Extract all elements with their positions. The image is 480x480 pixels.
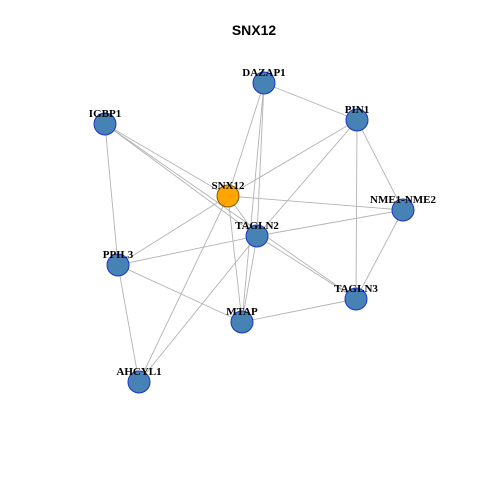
node-label-tagln3: TAGLN3 xyxy=(334,283,378,295)
node-label-snx12: SNX12 xyxy=(211,180,245,192)
node-label-nme1-nme2: NME1-NME2 xyxy=(370,194,436,206)
node-label-tagln2: TAGLN2 xyxy=(235,220,279,232)
node-label-pin1: PIN1 xyxy=(345,104,369,116)
diagram-title: SNX12 xyxy=(232,22,277,38)
edge-tagln2-tagln3 xyxy=(256,235,357,300)
node-pin1[interactable] xyxy=(345,108,369,132)
edge-snx12-nme1-nme2 xyxy=(227,195,404,211)
node-ppil3[interactable] xyxy=(106,253,130,277)
edge-pin1-nme1-nme2 xyxy=(356,119,404,211)
edge-nme1-nme2-tagln3 xyxy=(355,209,404,300)
edge-dazap1-pin1 xyxy=(263,82,358,121)
node-label-dazap1: DAZAP1 xyxy=(242,67,285,79)
edge-igbp1-tagln2 xyxy=(104,123,258,237)
edge-dazap1-snx12 xyxy=(227,82,265,197)
edge-snx12-ppil3 xyxy=(117,195,229,266)
node-dazap1[interactable] xyxy=(252,71,276,95)
edge-mtap-tagln3 xyxy=(241,298,357,323)
edge-tagln2-mtap xyxy=(241,235,258,323)
edges-layer xyxy=(104,82,404,383)
node-label-igbp1: IGBP1 xyxy=(89,108,121,120)
node-tagln2[interactable] xyxy=(245,224,269,248)
edge-pin1-snx12 xyxy=(227,119,358,197)
edge-pin1-tagln2 xyxy=(256,119,358,237)
node-igbp1[interactable] xyxy=(93,112,117,136)
node-label-ahcyl1: AHCYL1 xyxy=(116,366,161,378)
node-nme1-nme2[interactable] xyxy=(391,198,415,222)
edge-dazap1-mtap xyxy=(241,82,265,323)
edge-tagln2-ppil3 xyxy=(117,235,258,266)
edge-ppil3-ahcyl1 xyxy=(117,264,140,383)
node-label-ppil3: PPIL3 xyxy=(103,249,134,261)
node-mtap[interactable] xyxy=(230,310,254,334)
edge-igbp1-snx12 xyxy=(104,123,229,197)
node-label-mtap: MTAP xyxy=(226,306,258,318)
edge-tagln2-ahcyl1 xyxy=(138,235,258,383)
edge-dazap1-tagln2 xyxy=(256,82,265,237)
edge-ppil3-mtap xyxy=(117,264,243,323)
edge-snx12-mtap xyxy=(227,195,243,323)
node-snx12[interactable] xyxy=(216,184,240,208)
edge-pin1-tagln3 xyxy=(355,119,358,300)
node-tagln3[interactable] xyxy=(344,287,368,311)
node-ahcyl1[interactable] xyxy=(127,370,151,394)
edge-tagln2-nme1-nme2 xyxy=(256,209,404,237)
nodes-layer xyxy=(93,71,415,394)
edge-snx12-ahcyl1 xyxy=(138,195,229,383)
edge-igbp1-ppil3 xyxy=(104,123,119,266)
edge-igbp1-tagln3 xyxy=(104,123,357,300)
